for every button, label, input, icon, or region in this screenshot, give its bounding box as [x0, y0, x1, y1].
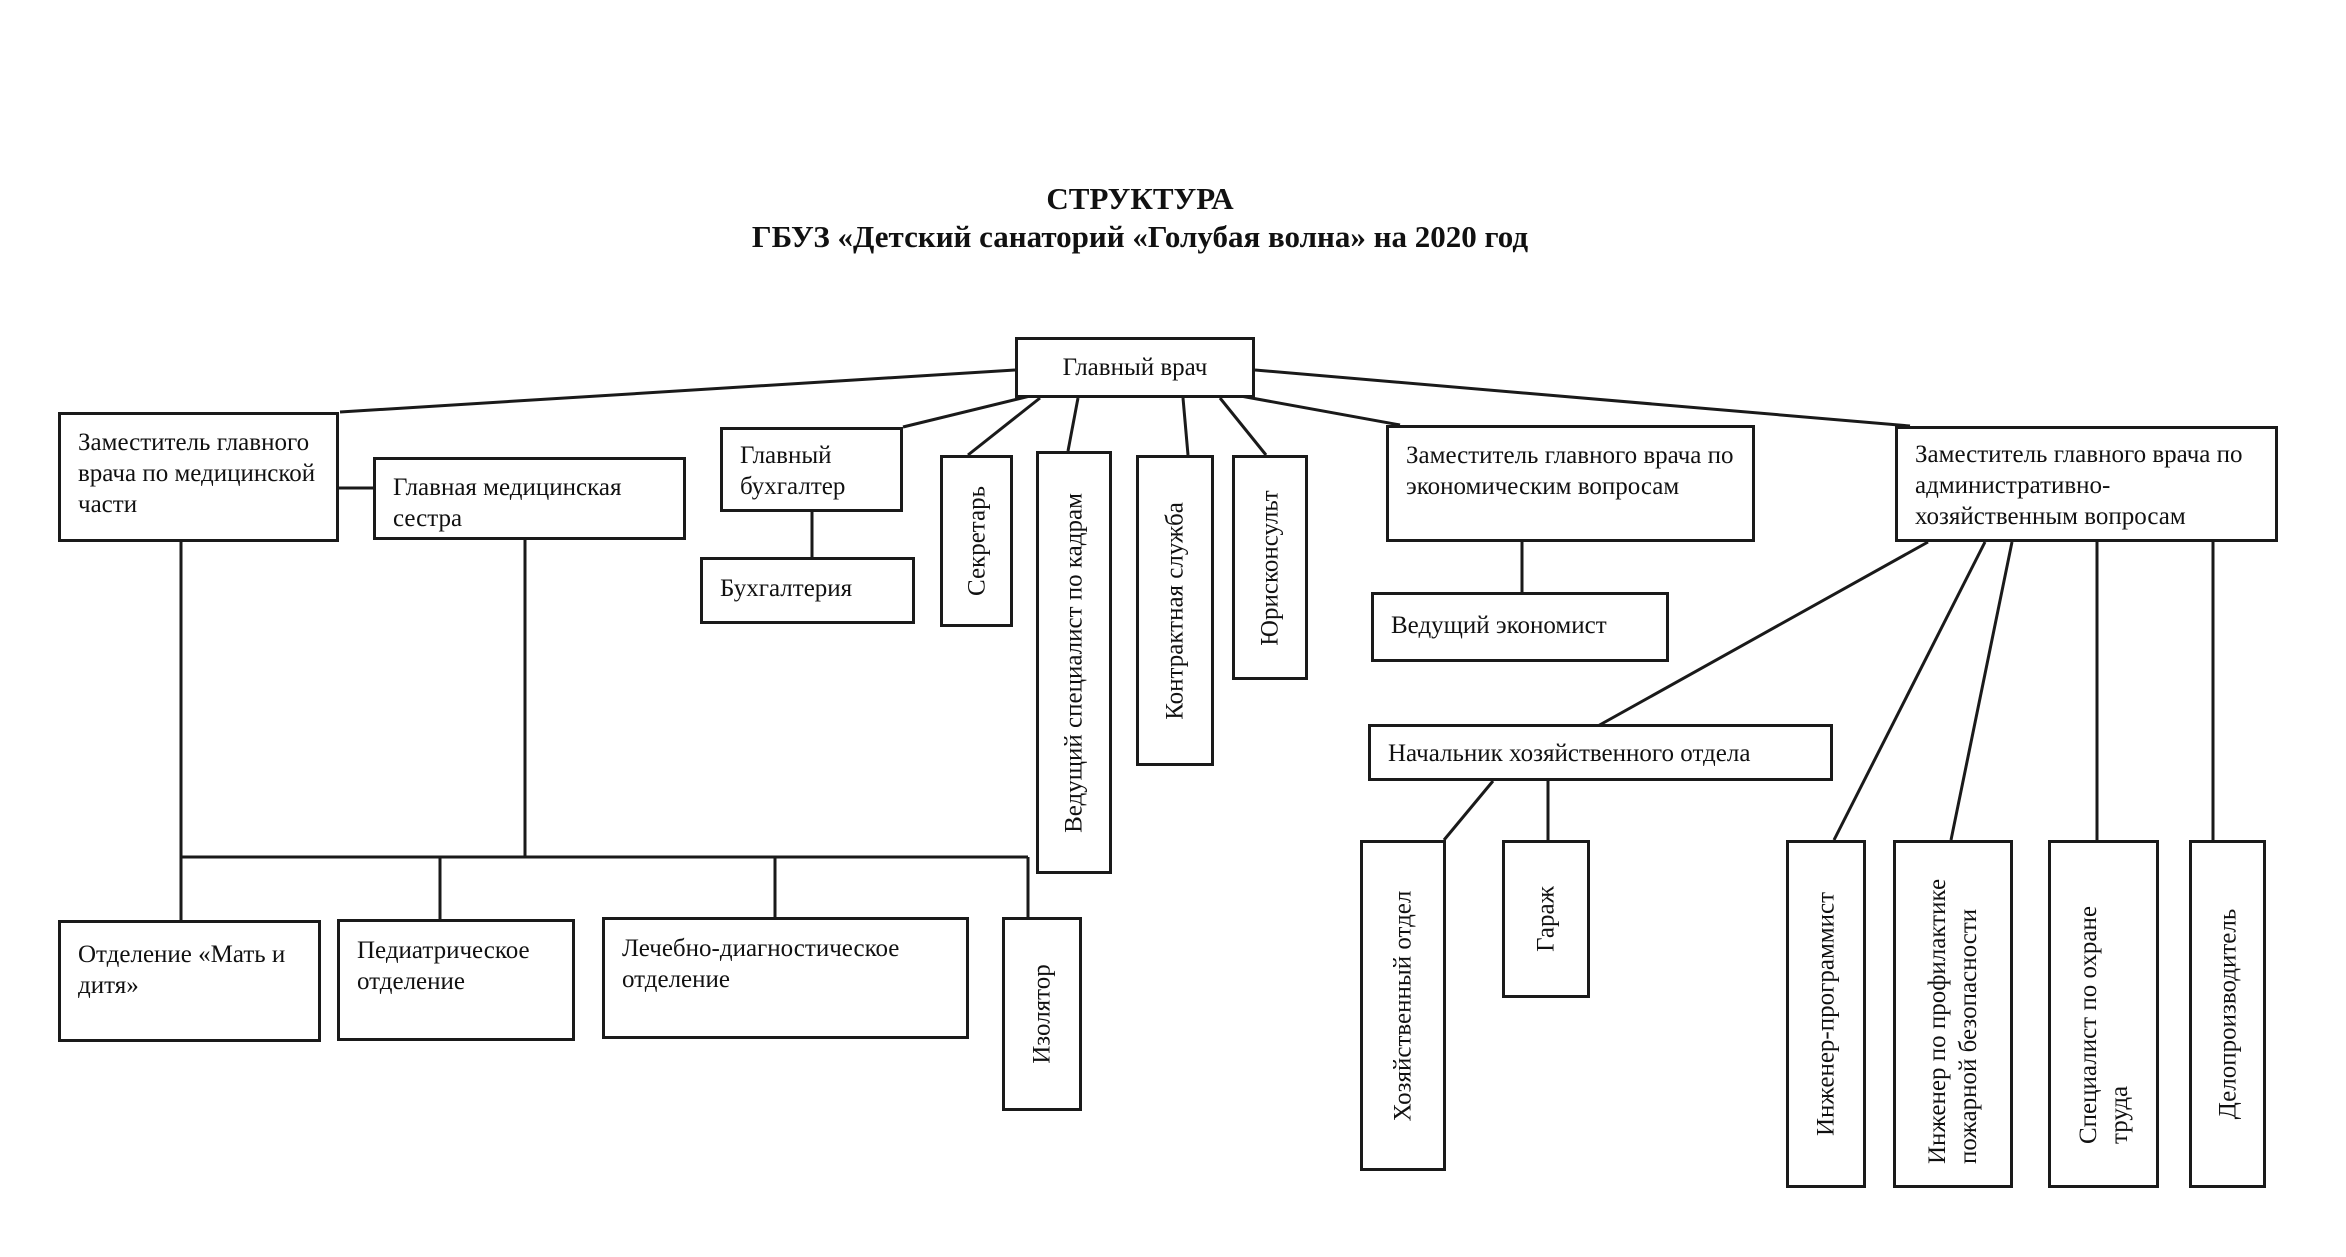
economist-box: Ведущий экономист	[1371, 592, 1669, 662]
contract-service-label: Контрактная служба	[1161, 501, 1189, 720]
diagnostic-dept-box: Лечебно-диагностическое отделение	[602, 917, 969, 1039]
contract-service-box: Контрактная служба	[1136, 455, 1214, 766]
connector-chief-to-deputy-economic	[1234, 393, 1401, 427]
engineer-programmer-label: Инженер-программист	[1812, 891, 1840, 1137]
deputy-economic-label: Заместитель главного врача по экономичес…	[1406, 442, 1734, 500]
accounting-box: Бухгалтерия	[700, 557, 915, 624]
connector-chief-to-hr	[1066, 397, 1080, 452]
garage-box: Гараж	[1502, 840, 1590, 998]
household-dept-box: Хозяйственный отдел	[1360, 840, 1446, 1171]
connector-household-head-to-dept	[1442, 780, 1495, 841]
chart-subtitle: ГБУЗ «Детский санаторий «Голубая волна» …	[751, 219, 1529, 254]
chief-accountant-label: Главный бухгалтер	[740, 442, 846, 500]
connector-chief-to-secretary	[967, 396, 1041, 457]
economist-label: Ведущий экономист	[1391, 612, 1607, 639]
labor-safety-specialist-box: Специалист по охране труда	[2048, 840, 2159, 1188]
diagnostic-dept-label: Лечебно-диагностическое отделение	[622, 935, 900, 993]
mother-child-dept-box: Отделение «Мать и дитя»	[58, 920, 321, 1042]
deputy-medical-label: Заместитель главного врача по медицинско…	[78, 429, 316, 518]
connector-chief-to-legal	[1218, 397, 1268, 456]
connector-admin-to-household-head	[1595, 540, 1929, 729]
connector-admin-to-programmer	[1832, 541, 1987, 841]
household-head-box: Начальник хозяйственного отдела	[1368, 724, 1833, 781]
household-head-label: Начальник хозяйственного отдела	[1388, 740, 1751, 767]
legal-counsel-label: Юрисконсульт	[1256, 489, 1284, 646]
connector-chief-to-deputy-admin	[1254, 368, 1911, 428]
chief-nurse-box: Главная медицинская сестра	[373, 457, 686, 540]
accounting-label: Бухгалтерия	[720, 575, 853, 602]
hr-specialist-box: Ведущий специалист по кадрам	[1036, 451, 1112, 874]
isolation-ward-box: Изолятор	[1002, 917, 1082, 1111]
legal-counsel-box: Юрисконсульт	[1232, 455, 1308, 680]
chief-accountant-box: Главный бухгалтер	[720, 427, 903, 512]
household-dept-label: Хозяйственный отдел	[1389, 890, 1417, 1121]
engineer-programmer-box: Инженер-программист	[1786, 840, 1866, 1188]
chief-nurse-label: Главная медицинская сестра	[393, 474, 622, 532]
deputy-economic-box: Заместитель главного врача по экономичес…	[1386, 425, 1755, 542]
secretary-box: Секретарь	[940, 455, 1013, 627]
connector-admin-to-fire-engineer	[1949, 541, 2014, 841]
isolation-ward-label: Изолятор	[1028, 964, 1056, 1064]
secretary-label: Секретарь	[963, 485, 990, 597]
chart-title: СТРУКТУРА	[1046, 181, 1234, 216]
pediatric-dept-box: Педиатрическое отделение	[337, 919, 575, 1041]
deputy-medical-box: Заместитель главного врача по медицинско…	[58, 412, 339, 542]
deputy-admin-label: Заместитель главного врача по администра…	[1915, 441, 2243, 530]
connector-chief-to-chief-accountant	[902, 394, 1031, 429]
garage-label: Гараж	[1532, 886, 1560, 952]
labor-safety-specialist-label: Специалист по охране труда	[2074, 906, 2133, 1144]
connector-chief-to-contract	[1181, 397, 1190, 456]
pediatric-dept-label: Педиатрическое отделение	[357, 937, 530, 995]
connector-chief-to-deputy-medical	[339, 368, 1016, 414]
clerk-label: Делопроизводитель	[2214, 908, 2241, 1120]
fire-safety-engineer-label: Инженер по профилактике пожарной безопас…	[1924, 878, 1982, 1164]
fire-safety-engineer-box: Инженер по профилактике пожарной безопас…	[1893, 840, 2013, 1188]
chief-doctor-box: Главный врач	[1015, 337, 1255, 398]
hr-specialist-label: Ведущий специалист по кадрам	[1060, 492, 1088, 833]
chief-doctor-label: Главный врач	[1062, 354, 1208, 381]
clerk-box: Делопроизводитель	[2189, 840, 2266, 1188]
deputy-admin-box: Заместитель главного врача по администра…	[1895, 426, 2278, 542]
mother-child-dept-label: Отделение «Мать и дитя»	[78, 941, 286, 999]
